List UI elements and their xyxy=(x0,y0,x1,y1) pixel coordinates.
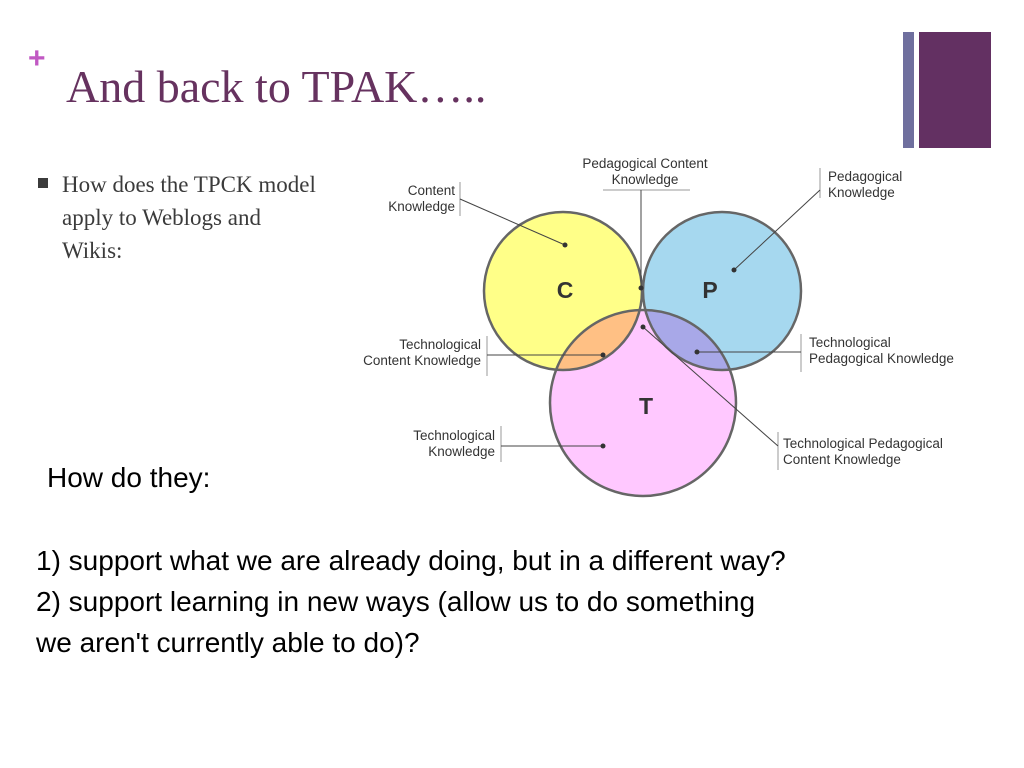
circle-label-c: C xyxy=(557,277,574,303)
label-tpk-2: Pedagogical Knowledge xyxy=(809,351,954,366)
accent-bar-thick xyxy=(919,32,991,148)
label-ck-1: Content xyxy=(408,183,456,198)
bullet-square-icon xyxy=(38,178,48,188)
label-pk-2: Knowledge xyxy=(828,185,895,200)
circle-label-t: T xyxy=(639,393,653,419)
label-tck-2: Content Knowledge xyxy=(363,353,481,368)
label-tk-1: Technological xyxy=(413,428,495,443)
circle-label-p: P xyxy=(702,277,717,303)
circle-technology-outline xyxy=(548,308,738,498)
label-ck-2: Knowledge xyxy=(388,199,455,214)
label-pk-1: Pedagogical xyxy=(828,169,902,184)
question-2-line-1: 2) support learning in new ways (allow u… xyxy=(36,586,756,617)
overlap-technological-content xyxy=(550,310,642,370)
label-tpck-2: Content Knowledge xyxy=(783,452,901,467)
accent-bar-thin xyxy=(903,32,914,148)
question-2-line-2: we aren't currently able to do)? xyxy=(36,627,420,658)
tpck-venn-diagram: C P T Pedagogical Content K xyxy=(363,156,954,498)
slide-title: And back to TPAK….. xyxy=(66,61,487,112)
label-pck-2: Knowledge xyxy=(612,172,679,187)
overlap-technological-pedagogical xyxy=(643,310,736,370)
label-tpck-1: Technological Pedagogical xyxy=(783,436,943,451)
questions-heading: How do they: xyxy=(47,462,211,493)
bullet-text: How does the TPCK model apply to Weblogs… xyxy=(62,172,316,263)
label-pck-1: Pedagogical Content xyxy=(582,156,708,171)
label-tck-1: Technological xyxy=(399,337,481,352)
question-1: 1) support what we are already doing, bu… xyxy=(36,545,786,576)
circle-pedagogy-outline xyxy=(641,210,803,372)
plus-icon: + xyxy=(28,42,46,75)
label-tpk-1: Technological xyxy=(809,335,891,350)
label-tk-2: Knowledge xyxy=(428,444,495,459)
